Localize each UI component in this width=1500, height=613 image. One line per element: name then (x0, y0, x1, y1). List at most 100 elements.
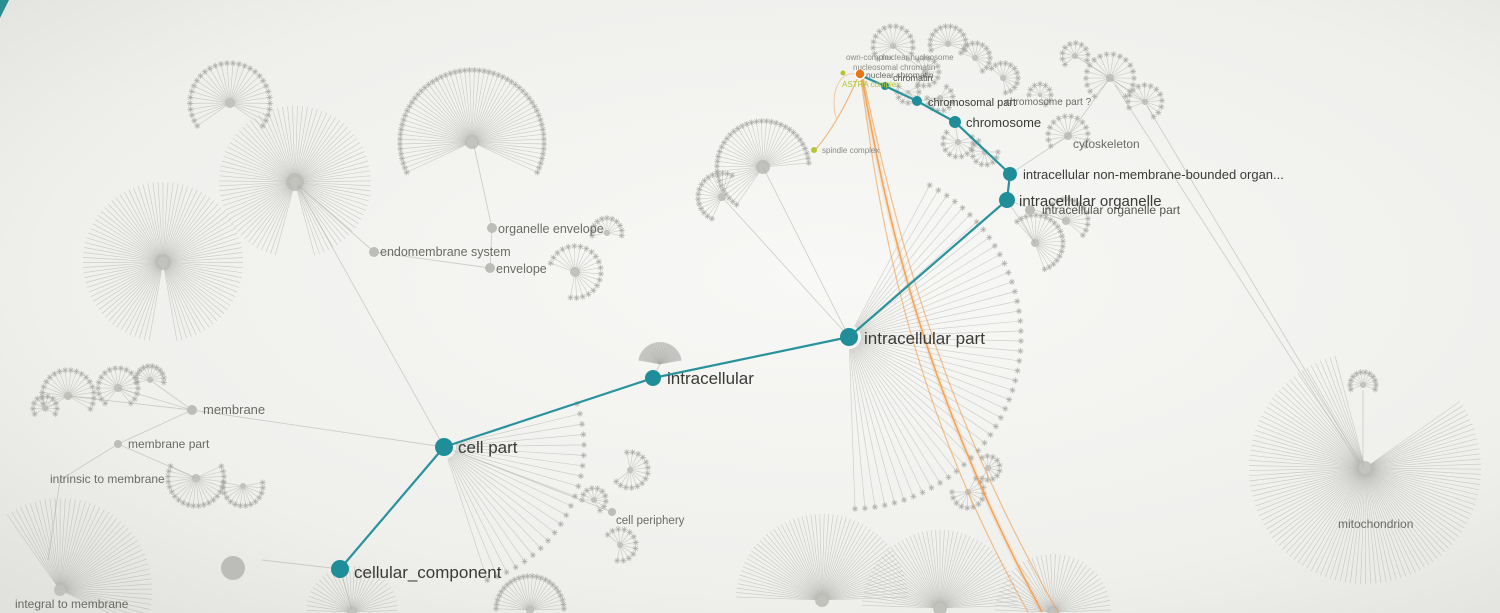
node-astra-complex-dot[interactable] (840, 70, 846, 76)
node-envelope[interactable] (485, 263, 495, 273)
subtree-edge (64, 589, 152, 595)
leaf-node-glyph (1062, 45, 1068, 51)
subtree-edge (859, 342, 1002, 419)
leaf-node-glyph (546, 579, 552, 585)
subtree-edge (1369, 405, 1464, 466)
subtree-edge (860, 320, 1021, 337)
node-spindle-complex-dot[interactable] (811, 147, 817, 153)
subtree-edge (298, 185, 346, 240)
subtree-hub-node[interactable] (1358, 461, 1372, 475)
subtree-hub-node[interactable] (54, 584, 66, 596)
subtree-hub-node[interactable] (1360, 382, 1366, 388)
subtree-edge (476, 114, 540, 141)
subtree-hub-node[interactable] (1038, 93, 1042, 97)
leaf-node-glyph (452, 69, 458, 75)
subtree-edge (1056, 600, 1110, 612)
node-cell-periphery[interactable] (608, 508, 616, 516)
node-intracellular-non-membrane-bounded-organelle[interactable] (1003, 167, 1017, 181)
subtree-edge (295, 107, 313, 178)
subtree-edge (178, 480, 195, 501)
leaf-node-glyph (53, 400, 59, 406)
subtree-edge (1056, 595, 1109, 612)
subtree-edge (595, 495, 606, 500)
subtree-hub-node[interactable] (42, 405, 48, 411)
collapsed-subtree-wedge[interactable] (638, 342, 682, 364)
node-membrane[interactable] (187, 405, 197, 415)
subtree-edge (449, 73, 471, 138)
node-intracellular-part[interactable] (840, 328, 858, 346)
subtree-hub-node[interactable] (225, 98, 235, 108)
leaf-node-glyph (538, 117, 543, 123)
subtree-hub-node[interactable] (1000, 75, 1006, 81)
subtree-hub-node[interactable] (604, 230, 610, 236)
subtree-edge (223, 482, 241, 486)
subtree-hub-node[interactable] (627, 467, 633, 473)
subtree-hub-node[interactable] (945, 41, 951, 47)
subtree-hub-node[interactable] (933, 601, 947, 613)
leaf-node-glyph (1043, 214, 1049, 220)
subtree-edge (930, 44, 947, 51)
subtree-edge (806, 515, 822, 596)
subtree-edge (801, 516, 822, 596)
node-cellular-component-sibling[interactable] (221, 556, 245, 580)
subtree-edge (995, 64, 1003, 77)
subtree-edge (166, 264, 228, 310)
subtree-hub-node[interactable] (155, 254, 171, 270)
subtree-edge (452, 454, 549, 541)
subtree-edge (857, 214, 971, 329)
subtree-edge (759, 540, 819, 597)
subtree-edge (532, 591, 559, 609)
node-chromosome[interactable] (949, 116, 961, 128)
node-intracellular-organelle-part[interactable] (1025, 205, 1035, 215)
subtree-edge (143, 367, 150, 379)
subtree-edge (114, 368, 118, 386)
leaf-node-glyph (1018, 328, 1024, 334)
leaf-node-glyph (998, 60, 1003, 66)
node-intracellular[interactable] (645, 370, 661, 386)
subtree-edge (514, 579, 529, 608)
subtree-edge (164, 185, 189, 258)
node-nucleosome-highlight[interactable] (854, 68, 866, 80)
node-chromatin[interactable] (881, 82, 889, 90)
leaf-node-glyph (224, 495, 230, 501)
subtree-edge (765, 135, 798, 165)
leaf-node-glyph (45, 393, 51, 399)
subtree-edge (1045, 554, 1053, 609)
subtree-edge (164, 266, 188, 339)
node-cellular-component[interactable] (331, 560, 349, 578)
subtree-hub-node[interactable] (985, 465, 991, 471)
subtree-hub-node[interactable] (347, 607, 357, 613)
graph-edge (191, 409, 445, 448)
subtree-edge (42, 392, 66, 396)
subtree-hub-node[interactable] (617, 542, 623, 548)
subtree-hub-node[interactable] (591, 497, 597, 503)
node-intracellular-organelle[interactable] (999, 192, 1015, 208)
subtree-edge (299, 175, 371, 182)
subtree-edge (1036, 245, 1050, 268)
subtree-hub-node[interactable] (240, 483, 246, 489)
subtree-hub-node[interactable] (465, 135, 479, 149)
subtree-edge (404, 114, 468, 141)
node-cell-part[interactable] (435, 438, 453, 456)
subtree-hub-node[interactable] (570, 267, 580, 277)
node-chromosomal-part[interactable] (912, 96, 922, 106)
subtree-hub-node[interactable] (972, 55, 978, 61)
leaf-node-glyph (1073, 40, 1079, 46)
subtree-hub-node[interactable] (815, 593, 829, 607)
node-endomembrane-system[interactable] (369, 247, 379, 257)
node-membrane-part[interactable] (114, 440, 122, 448)
subtree-edge (860, 340, 1013, 391)
subtree-hub-node[interactable] (526, 606, 534, 613)
leaf-node-glyph (916, 89, 922, 95)
subtree-edge (299, 165, 370, 182)
leaf-node-glyph (1060, 238, 1066, 244)
subtree-edge (165, 191, 203, 258)
subtree-edge (1249, 468, 1360, 477)
subtree-edge (941, 98, 953, 103)
subtree-edge (859, 342, 997, 427)
leaf-node-glyph (87, 379, 93, 385)
subtree-edge (232, 75, 260, 101)
node-organelle-envelope[interactable] (487, 223, 497, 233)
